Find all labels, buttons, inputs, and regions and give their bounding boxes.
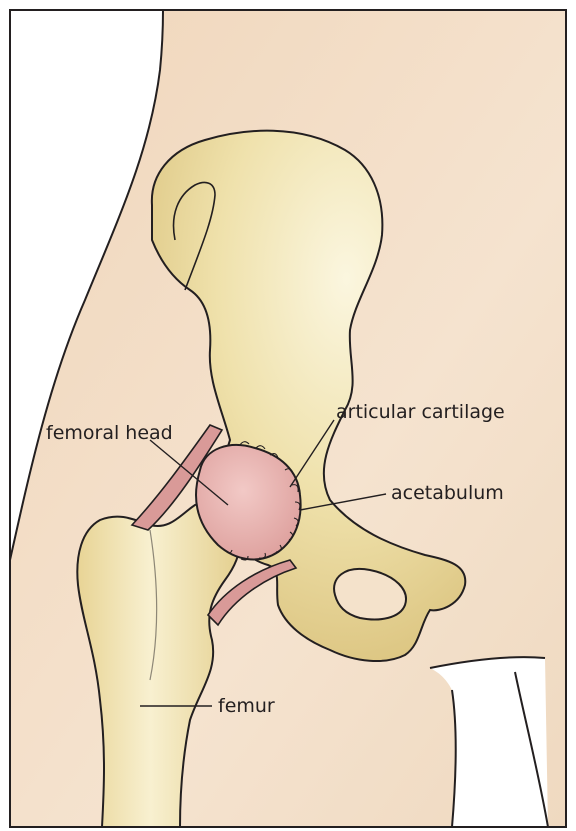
label-femoral-head: femoral head xyxy=(46,422,173,444)
label-acetabulum: acetabulum xyxy=(391,482,504,504)
label-femur: femur xyxy=(218,695,275,717)
label-articular-cartilage: articular cartilage xyxy=(336,401,505,423)
